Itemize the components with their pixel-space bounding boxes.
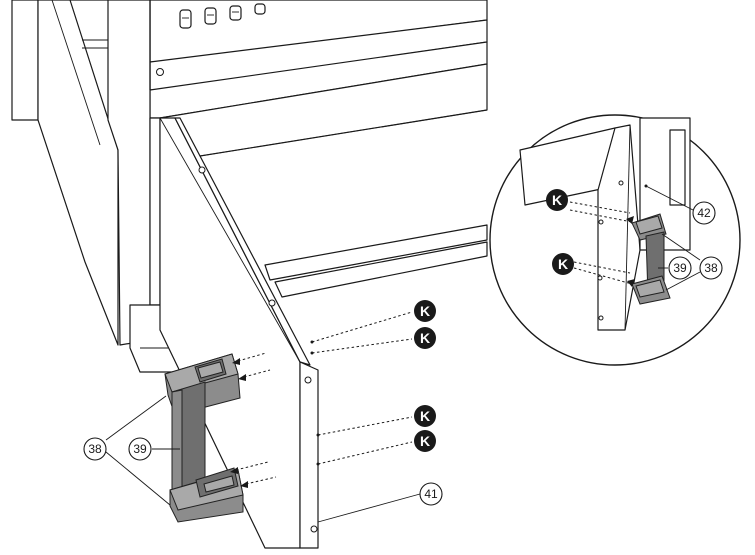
callout-39-text: 39 [133, 442, 147, 456]
control-knobs [156, 3, 266, 76]
screw-paths-main [230, 311, 413, 488]
callout-38-text: 38 [88, 442, 102, 456]
fastener-k-1: K [414, 300, 436, 322]
fastener-k-inset-2: K [552, 253, 574, 275]
main-assembly [11, 0, 488, 549]
fastener-k-inset-2-text: K [558, 256, 568, 272]
fastener-k-2-text: K [420, 330, 430, 346]
fastener-k-3: K [414, 405, 436, 427]
callout-41-text: 41 [424, 487, 438, 501]
callout-39-inset: 39 [668, 256, 692, 280]
fastener-k-4: K [414, 430, 436, 452]
cabinet-frame [11, 0, 488, 373]
callout-38-main: 38 [83, 437, 107, 461]
fastener-k-2: K [414, 327, 436, 349]
callout-41: 41 [419, 482, 443, 506]
detail-inset [489, 114, 741, 366]
handle-assembly [164, 353, 244, 523]
callout-42-inset: 42 [692, 201, 716, 225]
fastener-k-3-text: K [420, 408, 430, 424]
callout-39-inset-text: 39 [673, 261, 687, 275]
callout-38-inset-text: 38 [704, 261, 718, 275]
fastener-k-inset-1-text: K [552, 192, 562, 208]
fastener-k-1-text: K [420, 303, 430, 319]
side-panel-41 [159, 117, 320, 549]
callout-42-text: 42 [697, 206, 711, 220]
callout-39-main: 39 [128, 437, 152, 461]
fastener-k-4-text: K [420, 433, 430, 449]
callout-38-inset: 38 [699, 256, 723, 280]
leader-lines-main [105, 395, 421, 523]
fastener-k-inset-1: K [546, 189, 568, 211]
